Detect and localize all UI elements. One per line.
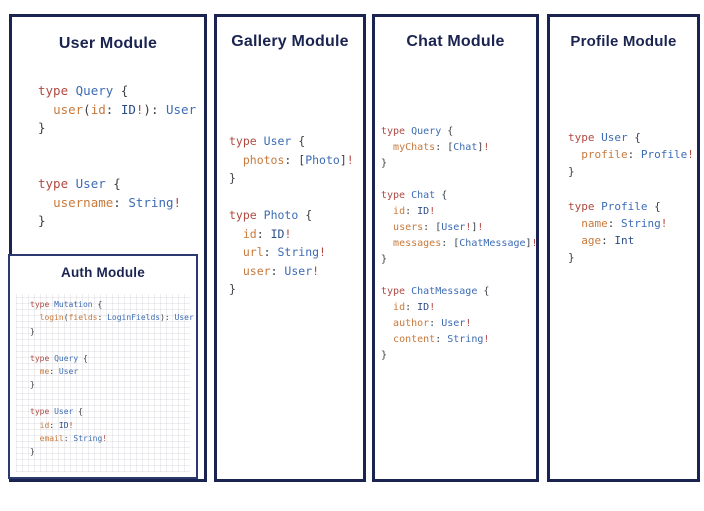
auth-module-title: Auth Module	[61, 265, 145, 280]
code-line: content: String!	[393, 334, 490, 345]
gallery-module-title: Gallery Module	[231, 33, 349, 50]
chat-module-code: type Query { myChats: [Chat]!} type Chat…	[381, 124, 536, 364]
code-line: name: String!	[581, 217, 668, 231]
code-line: type Query {	[30, 353, 88, 363]
code-line: type Chat {	[381, 190, 448, 201]
code-line	[38, 138, 204, 157]
gallery-module-code: type User { photos: [Photo]!} type Photo…	[229, 132, 363, 299]
code-line: type Mutation {	[30, 300, 103, 309]
code-line: id: ID!	[39, 420, 74, 430]
code-line: id: ID!	[393, 302, 436, 313]
user-module-code: type Query { user(id: ID!): User} type U…	[38, 82, 204, 231]
code-line: }	[38, 120, 46, 136]
code-line: users: [User!]!	[393, 222, 484, 233]
code-line: }	[381, 158, 388, 169]
code-line: type Profile {	[568, 199, 661, 213]
code-line: type ChatMessage {	[381, 286, 490, 297]
auth-module-panel: Auth Module type Mutation { login(fields…	[8, 254, 198, 479]
code-line: user: User!	[242, 263, 320, 278]
code-line	[229, 188, 363, 207]
chat-module-title: Chat Module	[406, 33, 505, 50]
code-line: me: User	[39, 367, 79, 377]
code-line: type Query {	[38, 83, 129, 98]
code-line: }	[229, 282, 236, 296]
code-line: user(id: ID!): User	[53, 101, 197, 117]
code-line: }	[38, 213, 46, 229]
code-line	[30, 392, 190, 405]
code-line: messages: [ChatMessage]!	[393, 238, 538, 249]
code-line: profile: Profile!	[581, 148, 694, 162]
code-line: username: String!	[53, 194, 182, 210]
profile-module-code: type User { profile: Profile!} type Prof…	[568, 129, 697, 267]
chat-module-panel: Chat Module type Query { myChats: [Chat]…	[372, 14, 539, 482]
code-line: type Photo {	[229, 208, 313, 222]
profile-module-panel: Profile Module type User { profile: Prof…	[547, 14, 700, 482]
code-line: url: String!	[242, 245, 326, 259]
code-line: email: String!	[39, 434, 108, 444]
user-module-title: User Module	[58, 35, 158, 52]
code-line: age: Int	[581, 234, 635, 248]
code-line	[381, 268, 536, 284]
code-line: }	[30, 447, 35, 457]
code-line: type User {	[30, 407, 83, 417]
code-line: type User {	[38, 175, 121, 191]
code-line: }	[229, 171, 236, 185]
code-line: login(fields: LoginFields): User	[39, 313, 194, 323]
code-line: }	[30, 380, 35, 390]
code-line: myChats: [Chat]!	[393, 142, 490, 153]
code-line	[568, 181, 697, 198]
code-line: photos: [Photo]!	[242, 152, 354, 167]
code-line	[38, 156, 204, 175]
code-line: author: User!	[393, 318, 472, 329]
code-line: id: ID!	[242, 226, 292, 241]
code-line: }	[381, 350, 388, 361]
code-line: }	[30, 326, 35, 336]
code-line	[381, 172, 536, 188]
profile-module-title: Profile Module	[570, 33, 677, 50]
code-line: id: ID!	[393, 206, 436, 217]
auth-module-code: type Mutation { login(fields: LoginField…	[16, 294, 194, 472]
code-line: type User {	[568, 131, 641, 144]
gallery-module-panel: Gallery Module type User { photos: [Phot…	[214, 14, 366, 482]
code-line: type User {	[229, 134, 306, 148]
code-line: }	[568, 251, 575, 265]
code-line: }	[568, 165, 575, 179]
code-line: type Query {	[381, 126, 454, 137]
code-line: }	[381, 254, 388, 265]
code-line	[30, 338, 190, 351]
